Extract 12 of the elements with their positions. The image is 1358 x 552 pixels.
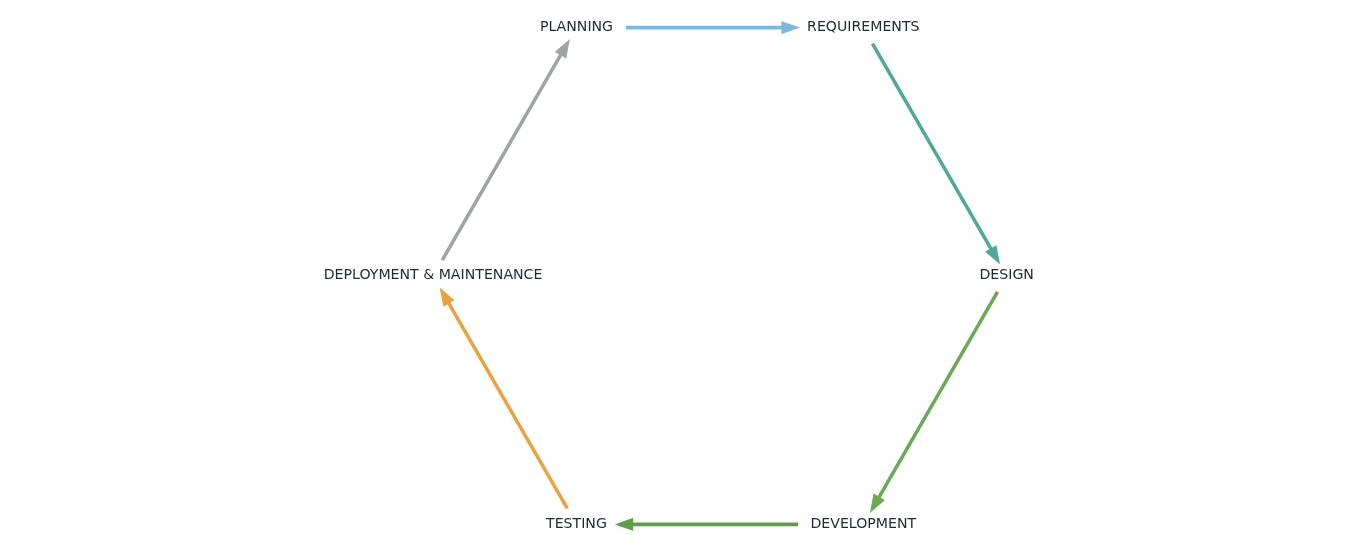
arrow [870,42,1001,265]
node-text: PLANNING [539,17,614,34]
arrow [626,21,801,35]
arrow [614,517,799,531]
node-text: REQUIREMENTS [807,17,920,34]
node-text: DEVELOPMENT [810,514,917,531]
arrow [439,287,569,510]
arrow [440,39,570,261]
node-text: DESIGN [979,266,1034,283]
node-text: TESTING [546,514,607,531]
node-text: DEPLOYMENT & MAINTENANCE [323,266,543,283]
arrow [869,291,1000,513]
